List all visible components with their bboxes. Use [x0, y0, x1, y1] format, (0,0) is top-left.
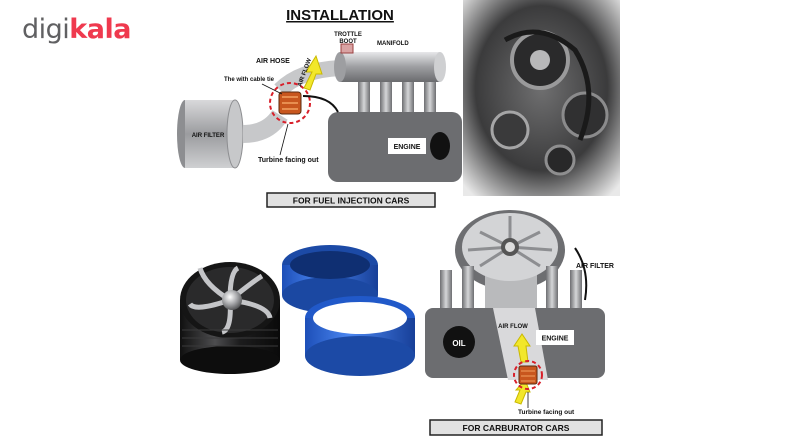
installation-title: INSTALLATION — [286, 7, 394, 24]
caption-box-top — [266, 192, 436, 208]
caption-box-bottom — [429, 419, 603, 436]
engine-label-top: ENGINE — [394, 144, 421, 151]
cable-tie-label: The with cable tie — [224, 77, 275, 83]
engine-block-top: ENGINE — [328, 112, 462, 182]
air-flow-arrow-bottom — [513, 333, 531, 363]
air-hose-label: AIR HOSE — [256, 58, 290, 65]
turbine-label-bottom: Turbine facing out — [518, 409, 575, 416]
air-flow-label-bottom: AIR FLOW — [498, 324, 528, 330]
turbine-label-top: Turbine facing out — [258, 157, 319, 164]
air-filter-label-top: AIR FILTER — [192, 133, 225, 139]
trottle-label: TROTTLE — [334, 32, 362, 38]
carburator-diagram: OIL ENGINE AIR FLOW — [425, 210, 605, 405]
logo-part-digi: digi — [22, 14, 70, 45]
engine-label-bottom: ENGINE — [542, 336, 569, 343]
turbine-highlight-circle — [269, 82, 311, 124]
air-flow-arrow-top — [303, 54, 323, 91]
turbine-highlight-circle-bottom — [513, 360, 543, 390]
turbine-product-photo — [180, 245, 415, 376]
caption-fuel-injection: FOR FUEL INJECTION CARS — [293, 196, 410, 206]
caption-carburator: FOR CARBURATOR CARS — [463, 423, 570, 433]
air-filter-top: AIR FILTER — [177, 99, 244, 169]
air-filter-label-bottom: AIR FILTER — [576, 263, 614, 270]
boot-label: BOOT — [339, 39, 357, 45]
manifold — [334, 43, 446, 116]
air-hose-shape — [242, 109, 288, 143]
manifold-label: MANIFOLD — [377, 41, 409, 47]
logo-part-kala: kala — [69, 14, 131, 45]
oil-label: OIL — [452, 339, 465, 348]
engine-photo — [463, 0, 620, 196]
digikala-logo[interactable]: digikala — [22, 14, 131, 45]
